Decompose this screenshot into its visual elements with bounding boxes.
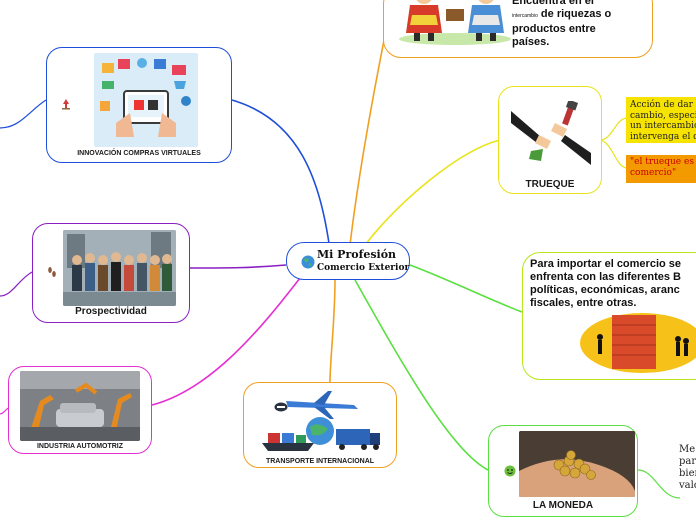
outer-line-trueque-notes (599, 117, 627, 141)
intercambio-line-3: productos entre (512, 23, 596, 35)
node-prospectividad[interactable]: Prospectividad (32, 223, 190, 323)
node-compras-virtuales[interactable]: INNOVACIÓN COMPRAS VIRTUALES (46, 47, 232, 163)
crowd-image (63, 230, 176, 306)
transporte-label: TRANSPORTE INTERNACIONAL (265, 458, 375, 465)
compras-label: INNOVACIÓN COMPRAS VIRTUALES (77, 150, 201, 157)
outer-line-prospectividad (0, 271, 33, 297)
pin-icon (62, 99, 70, 110)
branch-line-trueque (364, 139, 501, 246)
prospectividad-label: Prospectividad (75, 306, 147, 317)
node-trueque[interactable]: TRUEQUE (498, 86, 602, 194)
outer-line-moneda (637, 469, 681, 499)
moneda-description: Me para bien valo (679, 444, 696, 491)
node-importar[interactable]: Para importar el comercio se enfrenta co… (522, 252, 696, 380)
intercambio-text: Encuentra en el intercambio de riquezas … (512, 0, 611, 49)
trueque-label: TRUEQUE (525, 179, 575, 190)
moneda-label: LA MONEDA (532, 500, 594, 511)
central-topic[interactable]: Mi Profesión Comercio Exterior (286, 242, 410, 280)
branch-line-compras (231, 99, 331, 251)
factory-image (20, 371, 140, 441)
smiley-icon (504, 465, 516, 477)
intercambio-small: intercambio (512, 13, 538, 19)
central-title: Mi Profesión (317, 248, 397, 261)
node-la-moneda[interactable]: LA MONEDA (488, 425, 638, 517)
intercambio-line-1: Encuentra en el (512, 0, 594, 7)
shopping-image (94, 53, 198, 147)
transport-image (258, 387, 382, 455)
node-industria-automotriz[interactable]: INDUSTRIA AUTOMOTRIZ (8, 366, 152, 454)
trueque-definition-note: Acción de dar u cambio, especia un inter… (626, 97, 696, 143)
node-transporte-internacional[interactable]: TRANSPORTE INTERNACIONAL (243, 382, 397, 468)
branch-line-prospectividad (189, 264, 287, 269)
central-subtitle: Comercio Exterior (317, 263, 410, 273)
intercambio-line-2: de riquezas o (540, 8, 612, 20)
node-intercambio[interactable]: Encuentra en el intercambio de riquezas … (383, 0, 653, 58)
outer-line-compras (0, 99, 47, 129)
branch-line-importar (409, 264, 523, 313)
trueque-image (511, 101, 591, 175)
automotriz-label: INDUSTRIA AUTOMOTRIZ (36, 443, 124, 450)
branch-line-automotriz (151, 277, 301, 406)
outer-line-automotriz (0, 407, 9, 415)
trueque-quote-note: "el trueque es la comercio" (626, 155, 696, 183)
intercambio-line-4: países. (512, 36, 550, 48)
barrier-illustration (580, 313, 696, 373)
branch-line-transporte (329, 279, 336, 383)
ship-badge-icon (274, 402, 288, 412)
people-illustration (399, 0, 511, 45)
outer-line-trueque-quote (599, 139, 627, 169)
coins-image (519, 431, 635, 497)
footprints-icon (48, 267, 56, 277)
globe-icon (301, 255, 315, 269)
branch-line-top (349, 19, 389, 246)
importar-text: Para importar el comercio se enfrenta co… (530, 258, 682, 309)
branch-line-moneda (354, 279, 489, 471)
